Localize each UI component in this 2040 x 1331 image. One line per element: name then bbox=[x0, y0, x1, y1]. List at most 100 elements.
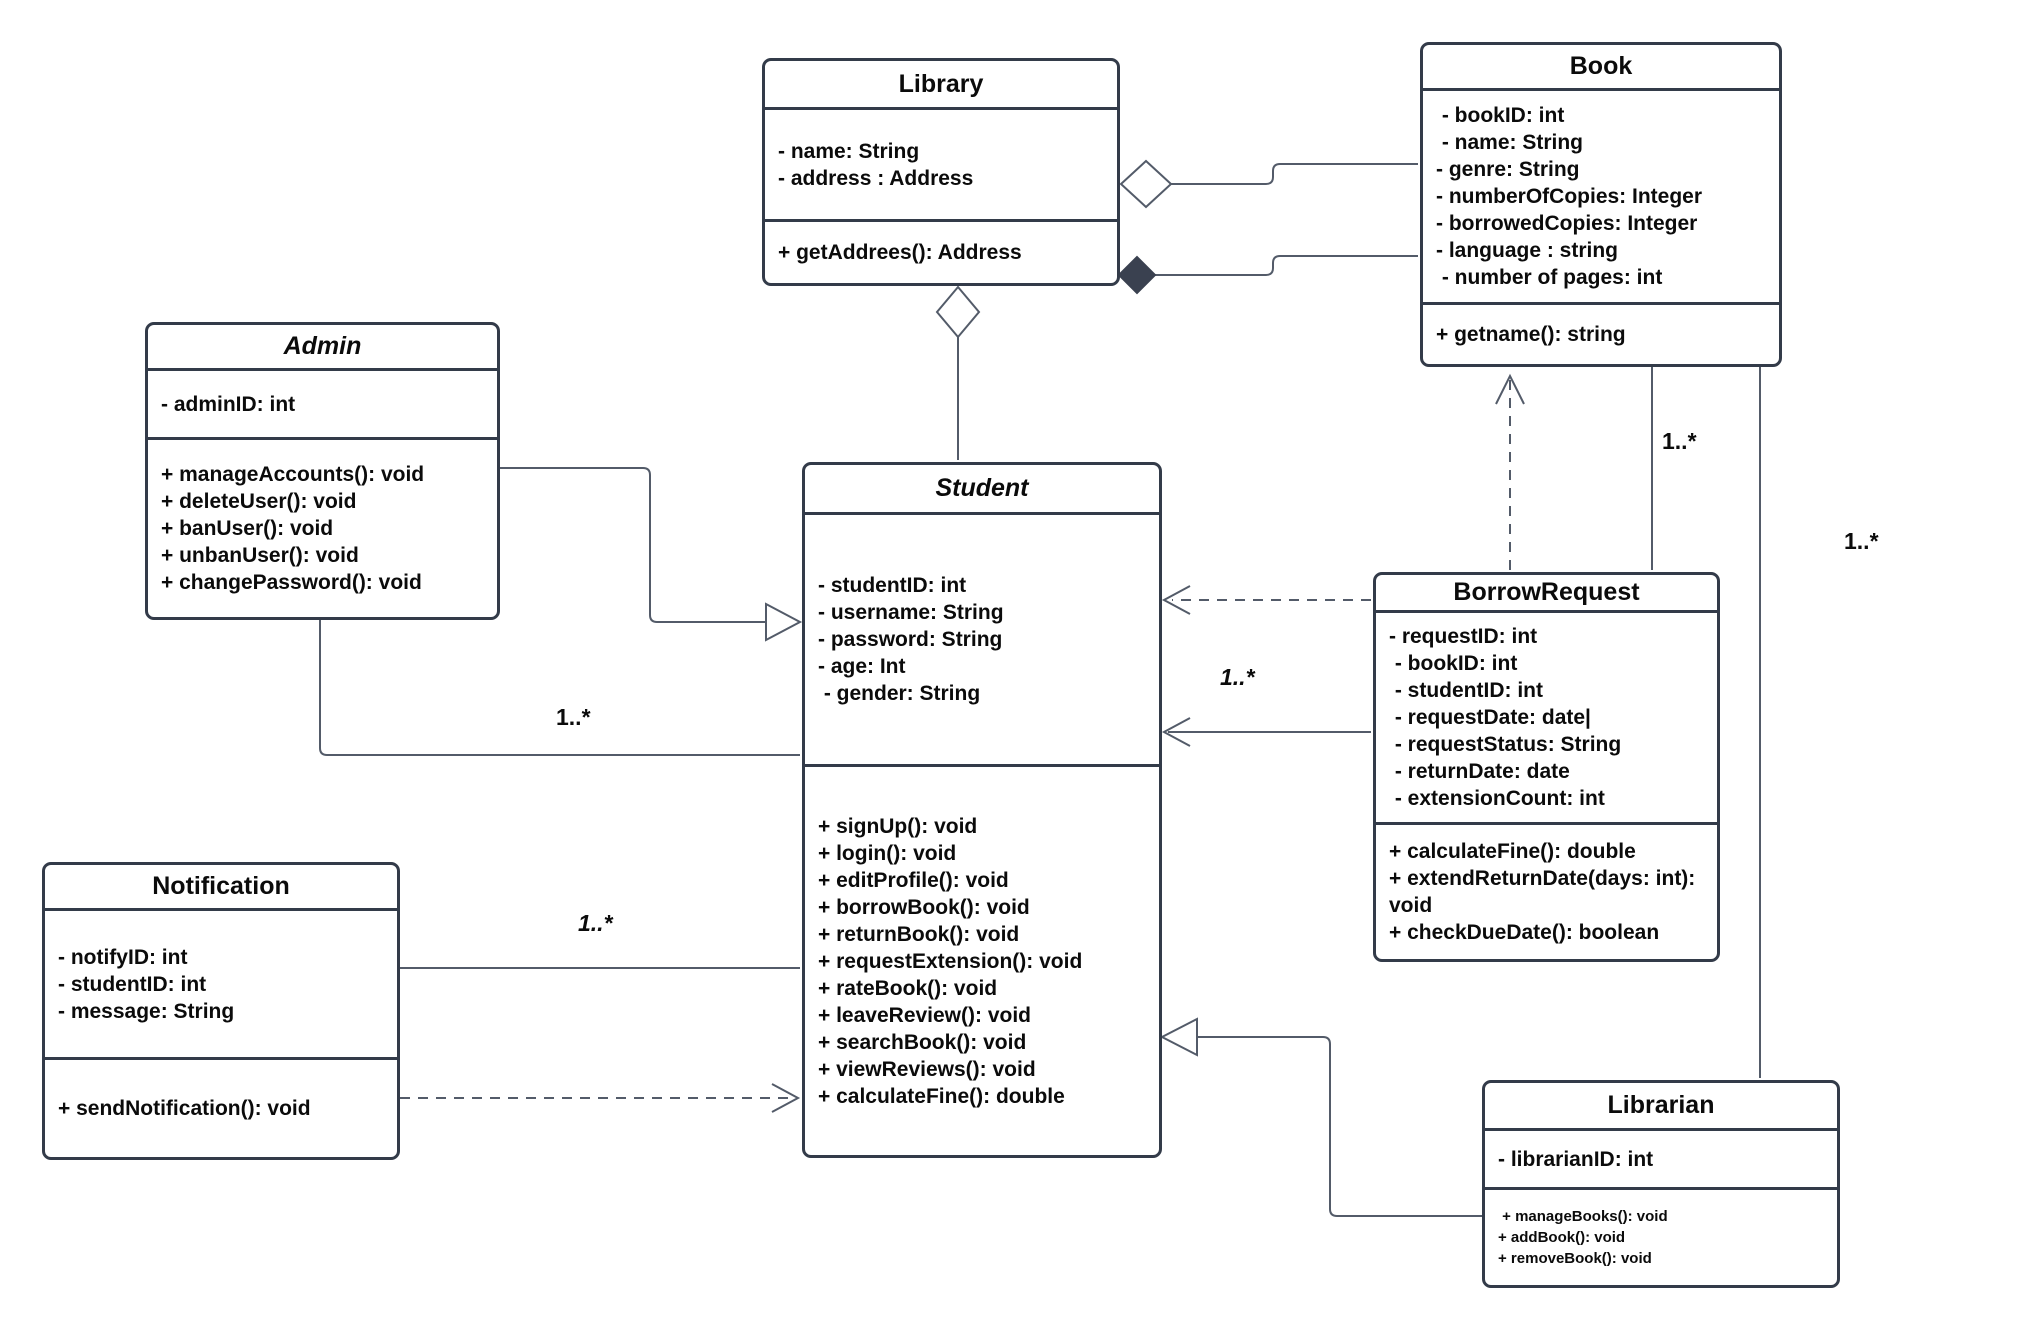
member-line: + searchBook(): void bbox=[818, 1030, 1027, 1054]
open-arrow-icon bbox=[771, 1083, 801, 1113]
member-line: + returnBook(): void bbox=[818, 922, 1020, 946]
member-line: + editProfile(): void bbox=[818, 868, 1009, 892]
dependency-borrowrequest-student[interactable] bbox=[1161, 585, 1371, 615]
member-line: + unbanUser(): void bbox=[161, 544, 359, 567]
generalization-admin-student[interactable] bbox=[500, 467, 803, 642]
aggregation-diamond-icon bbox=[1119, 159, 1173, 209]
member-line: + viewReviews(): void bbox=[818, 1057, 1036, 1081]
member-line: - password: String bbox=[818, 628, 1003, 651]
class-library[interactable]: Library - name: String - address : Addres… bbox=[762, 58, 1120, 286]
member-line: - requestDate: date| bbox=[1389, 706, 1591, 729]
member-line: + calculateFine(): double bbox=[818, 1084, 1065, 1108]
class-attributes: - bookID: int - name: String - genre: Str… bbox=[1423, 91, 1779, 302]
aggregation-library-book[interactable] bbox=[1119, 159, 1418, 209]
class-admin[interactable]: Admin - adminID: int + manageAccounts():… bbox=[145, 322, 500, 620]
member-line: - bookID: int bbox=[1436, 104, 1565, 127]
multiplicity-book-borrowrequest: 1..* bbox=[1662, 428, 1697, 454]
member-line: + requestExtension(): void bbox=[818, 949, 1083, 973]
member-line: + banUser(): void bbox=[161, 517, 334, 540]
association-admin-student[interactable] bbox=[319, 620, 800, 756]
member-line: + removeBook(): void bbox=[1498, 1250, 1652, 1267]
composition-diamond-icon bbox=[1117, 255, 1157, 295]
member-line: - numberOfCopies: Integer bbox=[1436, 185, 1703, 208]
member-line: + deleteUser(): void bbox=[161, 490, 357, 513]
member-line: + calculateFine(): double bbox=[1389, 840, 1636, 863]
class-title: BorrowRequest bbox=[1376, 575, 1717, 613]
member-line: - requestStatus: String bbox=[1389, 733, 1622, 756]
member-line: - name: String bbox=[1436, 131, 1584, 154]
class-title: Student bbox=[805, 465, 1159, 515]
member-line: - genre: String bbox=[1436, 158, 1580, 181]
member-line: - extensionCount: int bbox=[1389, 787, 1605, 810]
member-line: - bookID: int bbox=[1389, 652, 1518, 675]
class-title: Admin bbox=[148, 325, 497, 371]
member-line: - borrowedCopies: Integer bbox=[1436, 212, 1698, 235]
member-line: + login(): void bbox=[818, 841, 957, 865]
member-line: + borrowBook(): void bbox=[818, 895, 1030, 919]
member-line: - returnDate: date bbox=[1389, 760, 1570, 783]
class-methods: + getAddrees(): Address bbox=[765, 219, 1117, 283]
class-methods: + signUp(): void + login(): void + editPro… bbox=[805, 764, 1159, 1155]
member-line: + rateBook(): void bbox=[818, 976, 998, 1000]
dependency-borrowrequest-book[interactable] bbox=[1495, 373, 1525, 570]
member-line: - requestID: int bbox=[1389, 625, 1538, 648]
member-line: - language : string bbox=[1436, 239, 1619, 262]
multiplicity-admin-student: 1..* bbox=[556, 704, 591, 730]
open-arrow-icon bbox=[1495, 373, 1525, 405]
member-line: + extendReturnDate(days: int): bbox=[1389, 867, 1696, 890]
class-title: Notification bbox=[45, 865, 397, 911]
member-line: void bbox=[1389, 894, 1433, 917]
member-line: + checkDueDate(): boolean bbox=[1389, 921, 1660, 944]
member-line: - address : Address bbox=[778, 166, 974, 190]
class-title: Librarian bbox=[1485, 1083, 1837, 1131]
aggregation-diamond-icon bbox=[935, 285, 981, 339]
member-line: + getname(): string bbox=[1436, 323, 1626, 346]
generalization-arrow-icon bbox=[765, 602, 803, 642]
class-methods: + manageBooks(): void + addBook(): void + … bbox=[1485, 1187, 1837, 1285]
member-line: - gender: String bbox=[818, 682, 981, 705]
class-methods: + sendNotification(): void bbox=[45, 1057, 397, 1157]
member-line: + getAddrees(): Address bbox=[778, 241, 1022, 264]
member-line: - adminID: int bbox=[161, 392, 296, 416]
class-title: Library bbox=[765, 61, 1117, 110]
member-line: - studentID: int bbox=[1389, 679, 1543, 702]
class-attributes: - librarianID: int bbox=[1485, 1131, 1837, 1187]
member-line: - studentID: int bbox=[58, 972, 207, 996]
member-line: - number of pages: int bbox=[1436, 266, 1663, 289]
member-line: + signUp(): void bbox=[818, 814, 978, 838]
member-line: + manageAccounts(): void bbox=[161, 463, 425, 486]
member-line: - librarianID: int bbox=[1498, 1147, 1654, 1171]
class-book[interactable]: Book - bookID: int - name: String - genre… bbox=[1420, 42, 1782, 367]
member-line: - age: Int bbox=[818, 655, 906, 678]
member-line: - notifyID: int bbox=[58, 945, 188, 969]
member-line: - message: String bbox=[58, 999, 235, 1023]
member-line: - name: String bbox=[778, 139, 920, 163]
member-line: + leaveReview(): void bbox=[818, 1003, 1032, 1027]
member-line: - studentID: int bbox=[818, 574, 967, 597]
class-notification[interactable]: Notification - notifyID: int - studentID:… bbox=[42, 862, 400, 1160]
member-line: + sendNotification(): void bbox=[58, 1097, 311, 1120]
class-methods: + manageAccounts(): void + deleteUser(): … bbox=[148, 437, 497, 617]
composition-library-book[interactable] bbox=[1117, 255, 1418, 295]
generalization-librarian-student[interactable] bbox=[1159, 1017, 1482, 1217]
association-borrowrequest-student[interactable] bbox=[1161, 717, 1371, 747]
open-arrow-icon bbox=[1161, 585, 1191, 615]
generalization-arrow-icon bbox=[1159, 1017, 1198, 1057]
class-attributes: - adminID: int bbox=[148, 371, 497, 437]
multiplicity-student-borrowrequest: 1..* bbox=[1220, 664, 1255, 690]
open-arrow-icon bbox=[1161, 717, 1191, 747]
class-borrowrequest[interactable]: BorrowRequest - requestID: int - bookID:… bbox=[1373, 572, 1720, 962]
aggregation-library-student[interactable] bbox=[935, 285, 981, 460]
class-methods: + calculateFine(): double + extendReturnD… bbox=[1376, 822, 1717, 959]
member-line: - username: String bbox=[818, 601, 1004, 624]
member-line: + manageBooks(): void bbox=[1498, 1208, 1668, 1225]
class-student[interactable]: Student - studentID: int - username: Stri… bbox=[802, 462, 1162, 1158]
class-title: Book bbox=[1423, 45, 1779, 91]
class-attributes: - notifyID: int - studentID: int - message… bbox=[45, 911, 397, 1057]
class-librarian[interactable]: Librarian - librarianID: int + manageBoo… bbox=[1482, 1080, 1840, 1288]
member-line: + addBook(): void bbox=[1498, 1229, 1626, 1246]
multiplicity-book-librarian: 1..* bbox=[1844, 528, 1879, 554]
dependency-notification-student[interactable] bbox=[400, 1083, 801, 1113]
